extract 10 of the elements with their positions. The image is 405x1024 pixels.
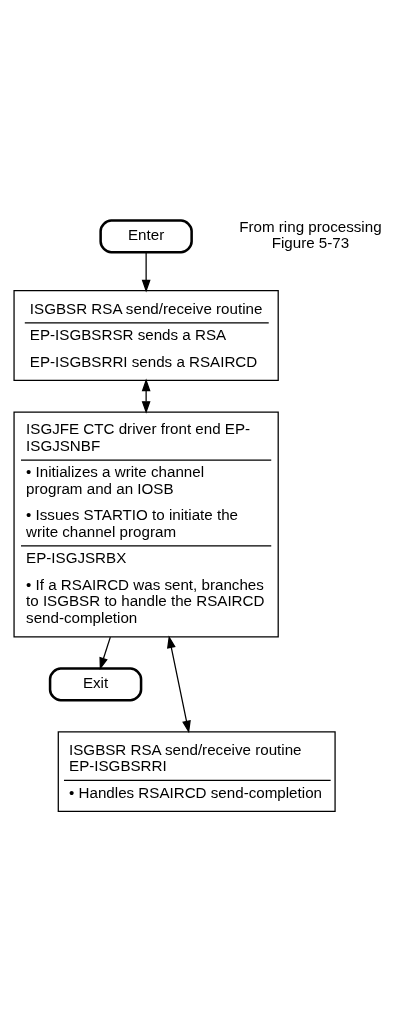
node-label: From ring processing Figure 5-73 [238, 217, 382, 251]
node-box: ISGBSR RSA send/receive routine EP-ISGBSRSR sends a RSA EP-ISGBSRRI sends a RSAIRCD [12, 289, 279, 381]
node-box: ISGBSR RSA send/receive routine EP-ISGBSRRI • Handles RSAIRCD send-completion [57, 730, 336, 812]
node-box: Enter [98, 218, 193, 253]
arrow [141, 251, 151, 292]
node-box: Exit [48, 666, 142, 701]
node-box: ISGJFE CTC driver front end EP-ISGJSNBF • Initializes a write channel program and an IOSB • Issues STARTIO to initiate the write channel program EP-ISGJSRBX • If a RSAIRCD was sent, branches to ISGBSR to handle the RSAIRCD send-completion [12, 410, 279, 638]
arrow [166, 634, 191, 733]
arrow [141, 378, 151, 414]
arrow [98, 636, 111, 670]
